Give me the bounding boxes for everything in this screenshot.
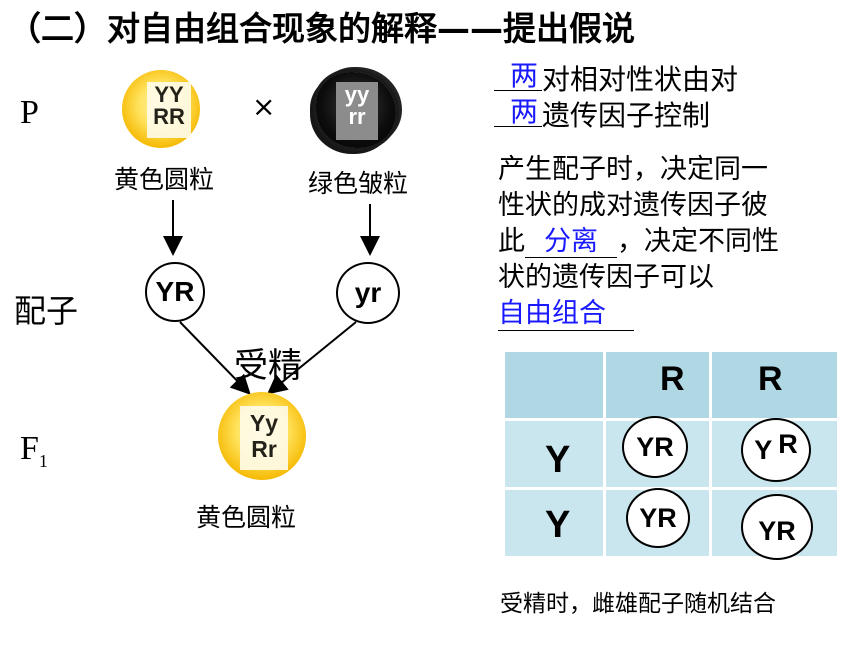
punnett-col-header-1: R [606, 352, 709, 418]
hypothesis-line1: 对相对性状由对 [542, 63, 739, 96]
para-line3-prefix: 此 [498, 226, 525, 257]
arrow-left-gamete-to-f1 [179, 321, 251, 395]
cross-symbol: × [252, 90, 276, 123]
hypothesis-line2: 遗传因子控制 [542, 99, 711, 132]
offspring-1-2-y: Y [754, 434, 773, 465]
blank-line2 [494, 96, 542, 127]
genotype-tag-left: YY RR [147, 82, 191, 138]
offspring-1-1-r: R [654, 431, 674, 462]
punnett-col-header-2: R [712, 352, 837, 418]
para-line3: 此分离，决定不同性 [498, 224, 779, 260]
para-line5: 自由组合 [498, 296, 779, 332]
gamete-right: yr [336, 262, 400, 324]
col-header-2-text: R [758, 360, 783, 398]
footer-note: 受精时，雌雄配子随机结合 [500, 591, 776, 617]
offspring-2-1-r: R [657, 502, 677, 533]
offspring-2-1-y: Y [639, 502, 658, 533]
offspring-2-2-r: R [776, 515, 796, 546]
arrow-right-gamete-to-f1 [266, 321, 357, 395]
para-line4: 状的遗传因子可以 [498, 262, 714, 293]
punnett-row-header-2: Y [505, 490, 603, 556]
para-line3-suffix: ，决定不同性 [617, 226, 779, 257]
punnett-corner-cell [505, 352, 603, 418]
answer-line1: 两 [510, 59, 539, 92]
genotype-tag-right: yy rr [336, 82, 378, 140]
phenotype-left: 黄色圆粒 [114, 165, 215, 194]
para-line1: 产生配子时，决定同一 [498, 154, 768, 185]
hypothesis-paragraph: 产生配子时，决定同一 性状的成对遗传因子彼 此分离，决定不同性 状的遗传因子可以… [498, 152, 779, 332]
genotype-tag-f1: Yy Rr [240, 406, 288, 470]
label-gametes: 配子 [14, 292, 79, 330]
offspring-1-2-r: R [778, 428, 798, 459]
gamete-left: YR [145, 262, 205, 322]
answer-free-combination: 自由组合 [498, 298, 634, 331]
label-f1: F1 [20, 430, 48, 472]
phenotype-right: 绿色皱粒 [308, 169, 409, 198]
punnett-row-header-1: Y [505, 421, 603, 487]
col-header-1-text: R [660, 360, 685, 398]
label-p: P [20, 94, 39, 131]
answer-line2: 两 [510, 95, 539, 128]
offspring-2-2-y: Y [758, 515, 777, 546]
offspring-1-1-y: Y [636, 431, 655, 462]
blank-line1 [494, 60, 542, 91]
phenotype-f1: 黄色圆粒 [196, 503, 297, 532]
label-f1-sub: 1 [38, 450, 48, 471]
genotype-right-line2: rr [348, 104, 366, 129]
row-header-2-text: Y [545, 504, 571, 546]
genotype-f1-line1: Yy [249, 410, 279, 436]
slide-title: （二）对自由组合现象的解释——提出假说 [8, 9, 635, 48]
genotype-right-line1: yy [344, 82, 370, 107]
label-f1-main: F [20, 430, 39, 467]
punnett-square: R R Y Y [505, 352, 837, 556]
genotype-left-line2: RR [153, 104, 185, 129]
answer-separation: 分离 [525, 227, 617, 258]
genotype-left-line1: YY [154, 82, 184, 107]
genotype-f1-line2: Rr [251, 436, 277, 462]
para-line2: 性状的成对遗传因子彼 [498, 190, 768, 221]
row-header-1-text: Y [545, 439, 571, 481]
fertilization-label: 受精 [234, 346, 302, 386]
